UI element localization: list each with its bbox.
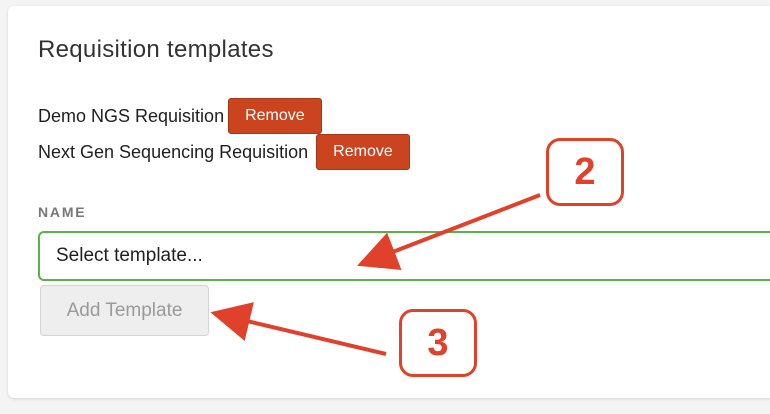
annotation-callout-2: 2	[546, 138, 624, 206]
template-row: Next Gen Sequencing Requisition Remove	[38, 134, 410, 170]
remove-template-button[interactable]: Remove	[316, 134, 410, 170]
template-row: Demo NGS Requisition Remove	[38, 98, 322, 134]
template-select[interactable]: Select template...	[38, 231, 770, 281]
annotation-callout-3: 3	[399, 309, 477, 377]
add-template-button[interactable]: Add Template	[40, 285, 209, 336]
name-field-label: NAME	[38, 204, 87, 220]
template-name: Demo NGS Requisition	[38, 105, 225, 126]
panel-title: Requisition templates	[38, 36, 274, 63]
requisition-templates-card	[8, 6, 770, 398]
template-name: Next Gen Sequencing Requisition	[38, 141, 309, 162]
remove-template-button[interactable]: Remove	[228, 98, 322, 134]
template-select-placeholder: Select template...	[56, 245, 203, 266]
